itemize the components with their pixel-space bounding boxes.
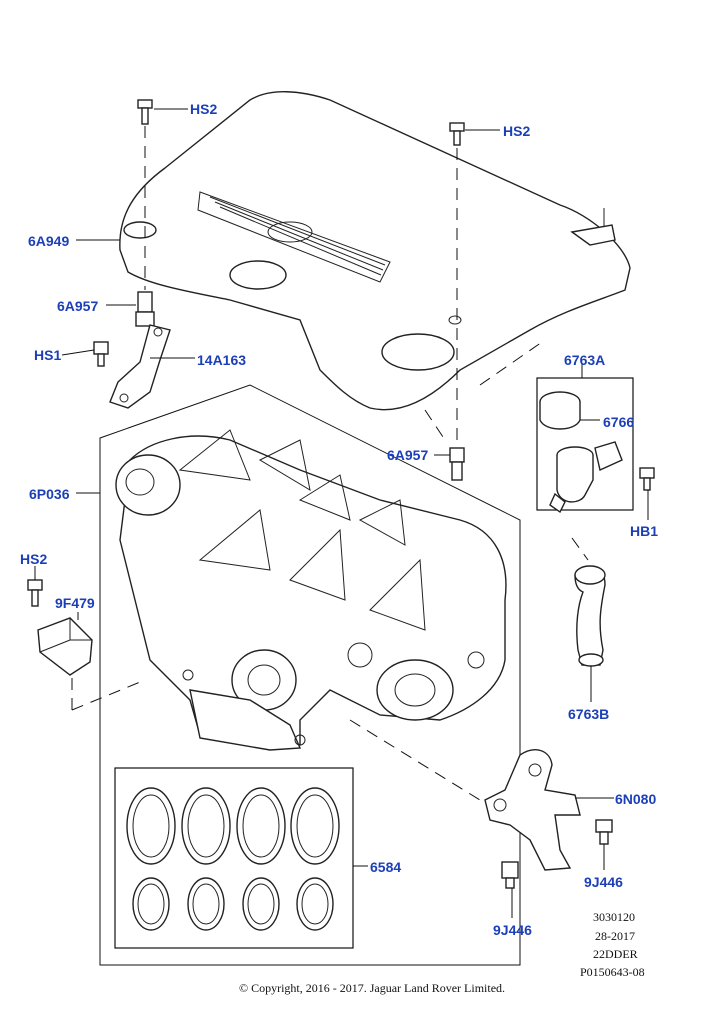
drawing-ref-line3: 22DDER	[593, 947, 638, 961]
bolt-hs2-sensor	[27, 579, 43, 607]
oil-filler-box	[536, 377, 634, 511]
leader-lines	[34, 108, 649, 918]
callout-bolt-right: 9J446	[584, 874, 623, 890]
callout-hs2-sensor: HS2	[20, 551, 48, 567]
callout-manifold: 6P036	[29, 486, 70, 502]
drawing-ref-line4: P0150643-08	[580, 965, 645, 979]
callout-cap: 6766	[603, 414, 635, 430]
gaskets-box	[114, 767, 354, 949]
bolt-hb1	[639, 467, 655, 491]
bracket-14a163	[109, 324, 171, 409]
callout-hs2-cover-right: HS2	[503, 123, 531, 139]
callout-hs1: HS1	[34, 347, 62, 363]
callout-oil-filler-assembly: 6763A	[564, 352, 606, 368]
drawing-ref-line1: 3030120	[593, 910, 635, 924]
cover-bolt-right	[449, 122, 465, 146]
cover-bolt-left	[137, 99, 153, 125]
sensor-9f479	[37, 617, 93, 676]
bolt-hs1	[93, 341, 109, 367]
gasket-set	[126, 787, 340, 931]
mount-bracket-6n080	[484, 749, 581, 871]
callout-breather-hose: 6763B	[568, 706, 610, 722]
bolt-9j446-bottom	[501, 861, 519, 889]
stud-left	[135, 291, 155, 327]
copyright-notice: © Copyright, 2016 - 2017. Jaguar Land Ro…	[238, 981, 506, 995]
intake-manifold	[115, 429, 507, 751]
callout-mount-bracket: 6N080	[615, 791, 657, 807]
callout-bracket: 14A163	[197, 352, 247, 368]
oil-filler-cap	[539, 391, 581, 430]
callout-stud-right: 6A957	[387, 447, 429, 463]
oil-filler-tube	[549, 441, 623, 514]
assembly-lines	[71, 126, 589, 801]
manifold-group-outline	[99, 384, 521, 966]
callout-bolt-bottom: 9J446	[493, 922, 532, 938]
callout-stud-left: 6A957	[57, 298, 99, 314]
callout-gaskets: 6584	[370, 859, 402, 875]
bolt-9j446-right	[595, 819, 613, 845]
engine-cover	[119, 91, 631, 411]
drawing-ref-line2: 28-2017	[595, 929, 635, 943]
callout-hs2-cover-left: HS2	[190, 101, 218, 117]
breather-hose	[574, 565, 606, 667]
callout-sensor: 9F479	[55, 595, 95, 611]
stud-right	[449, 447, 465, 481]
callout-hb1: HB1	[630, 523, 659, 539]
callout-cover: 6A949	[28, 233, 70, 249]
